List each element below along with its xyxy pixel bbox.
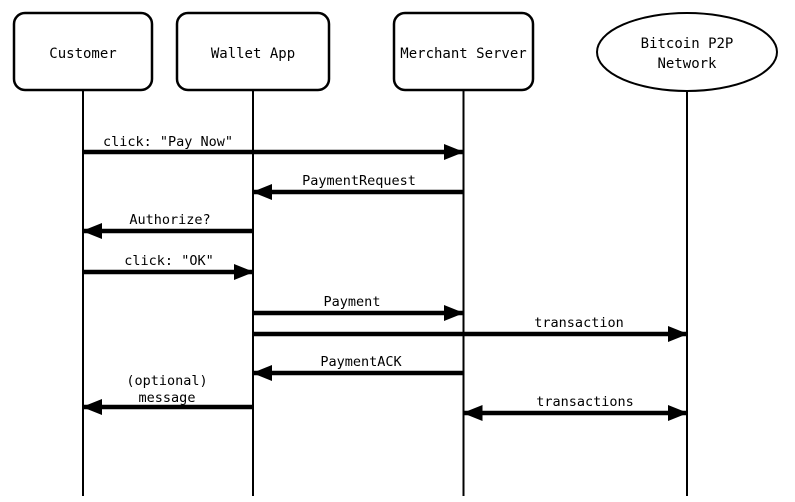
participant-label-wallet-app: Wallet App bbox=[211, 46, 295, 62]
message-click-pay-now: click: "Pay Now" bbox=[83, 134, 464, 160]
participant-label-customer: Customer bbox=[49, 46, 116, 62]
message-transactions: transactions bbox=[462, 394, 688, 421]
message-label: Payment bbox=[324, 294, 381, 310]
message-click-ok: click: "OK" bbox=[83, 253, 254, 280]
message-label: transaction bbox=[534, 315, 623, 331]
message-authorize: Authorize? bbox=[82, 212, 253, 239]
message-label: click: "OK" bbox=[124, 253, 213, 269]
participant-customer: Customer bbox=[12, 11, 154, 92]
message-label: transactions bbox=[536, 394, 634, 410]
message-label: PaymentRequest bbox=[302, 173, 416, 189]
message-payment-ack: PaymentACK bbox=[252, 354, 464, 381]
message-label: click: "Pay Now" bbox=[103, 134, 233, 150]
participant-ellipse-bitcoin-p2p-network bbox=[596, 12, 778, 92]
participant-merchant-server: Merchant Server bbox=[392, 11, 535, 92]
participant-wallet-app: Wallet App bbox=[175, 11, 331, 92]
message-label: Authorize? bbox=[129, 212, 210, 228]
participant-label-bitcoin-p2p-line1: Bitcoin P2P bbox=[641, 36, 734, 52]
message-optional-message: (optional) message bbox=[82, 373, 253, 415]
participant-label-merchant-server: Merchant Server bbox=[400, 46, 526, 62]
participant-box-merchant-server bbox=[392, 11, 535, 92]
participant-label-bitcoin-p2p-line2: Network bbox=[657, 56, 717, 72]
message-payment: Payment bbox=[253, 294, 464, 321]
participant-box-wallet-app bbox=[175, 11, 331, 92]
message-transaction: transaction bbox=[253, 315, 688, 342]
message-label-line1: (optional) bbox=[126, 373, 207, 389]
message-label: PaymentACK bbox=[320, 354, 402, 370]
message-payment-request: PaymentRequest bbox=[252, 173, 464, 200]
participant-box-customer bbox=[12, 11, 154, 92]
participant-bitcoin-p2p-network: Bitcoin P2P Network bbox=[596, 12, 778, 92]
message-label-line2: message bbox=[139, 390, 196, 406]
